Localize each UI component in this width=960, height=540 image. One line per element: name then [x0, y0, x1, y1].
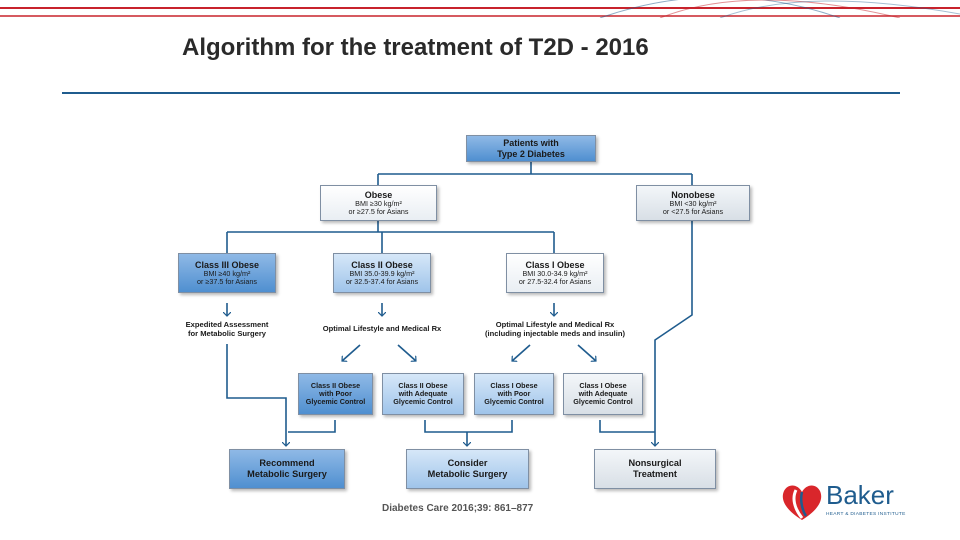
connector-expedited: [226, 344, 286, 446]
lifestyle-class1-line2: (including injectable meds and insulin): [484, 329, 626, 339]
lifestyle-class1-line1: Optimal Lifestyle and Medical Rx: [495, 320, 615, 329]
lifestyle-class2-label: Optimal Lifestyle and Medical Rx: [306, 324, 458, 333]
obese-box: Obese BMI ≥30 kg/m² or ≥27.5 for Asians: [320, 185, 437, 221]
nonobese-box: Nonobese BMI <30 kg/m² or <27.5 for Asia…: [636, 185, 750, 221]
consider-line1: Consider: [447, 458, 488, 469]
class2-box: Class II Obese BMI 35.0-39.9 kg/m² or 32…: [333, 253, 431, 293]
class2-adequate-line1: Class II Obese: [398, 380, 448, 390]
patients-line1: Patients with: [503, 138, 559, 149]
logo-wordmark: Baker: [826, 480, 894, 510]
class1-box: Class I Obese BMI 30.0-34.9 kg/m² or 27.…: [506, 253, 604, 293]
class1-asians: or 27.5-32.4 for Asians: [518, 277, 592, 287]
page-title: Algorithm for the treatment of T2D - 201…: [182, 34, 649, 61]
class1-poor-line3: Glycemic Control: [484, 397, 544, 407]
class1-adequate-box: Class I Obese with Adequate Glycemic Con…: [563, 373, 643, 415]
recommend-line1: Recommend: [259, 458, 315, 469]
class1-poor-box: Class I Obese with Poor Glycemic Control: [474, 373, 554, 415]
expedited-label: Expedited Assessment for Metabolic Surge…: [165, 320, 289, 339]
title-divider: [62, 92, 900, 94]
class3-box: Class III Obese BMI ≥40 kg/m² or ≥37.5 f…: [178, 253, 276, 293]
obese-title: Obese: [364, 189, 393, 200]
class2-poor-box: Class II Obese with Poor Glycemic Contro…: [298, 373, 373, 415]
class1-title: Class I Obese: [525, 259, 585, 270]
top-decorative-band: [0, 0, 960, 19]
class2-bmi: BMI 35.0-39.9 kg/m²: [349, 268, 415, 278]
class2-adequate-line2: with Adequate: [398, 388, 448, 398]
baker-heart-logo-icon: [782, 485, 822, 520]
nonsurgical-line1: Nonsurgical: [628, 458, 682, 469]
class3-title: Class III Obese: [194, 259, 260, 270]
consider-line2: Metabolic Surgery: [427, 469, 508, 479]
nonobese-asians: or <27.5 for Asians: [662, 207, 724, 217]
nonobese-title: Nonobese: [671, 189, 715, 200]
recommend-surgery-box: Recommend Metabolic Surgery: [229, 449, 345, 489]
expedited-line1: Expedited Assessment: [185, 320, 269, 329]
expedited-line2: for Metabolic Surgery: [187, 329, 267, 339]
class2-poor-line2: with Poor: [319, 388, 352, 398]
nonobese-bmi: BMI <30 kg/m²: [669, 198, 717, 208]
class2-asians: or 32.5-37.4 for Asians: [345, 277, 419, 287]
patients-line2: Type 2 Diabetes: [497, 148, 565, 159]
class1-adequate-line2: with Adequate: [578, 388, 628, 398]
logo-subtitle: HEART & DIABETES INSTITUTE: [826, 512, 906, 517]
class1-adequate-line3: Glycemic Control: [573, 397, 633, 407]
class1-poor-line2: with Poor: [497, 388, 531, 398]
lifestyle-class2-line1: Optimal Lifestyle and Medical Rx: [322, 324, 442, 333]
class1-adequate-line1: Class I Obese: [579, 380, 627, 390]
class2-title: Class II Obese: [351, 259, 413, 270]
decorative-curves: [0, 0, 960, 19]
lifestyle-class1-label: Optimal Lifestyle and Medical Rx (includ…: [470, 320, 640, 339]
obese-asians: or ≥27.5 for Asians: [348, 207, 409, 217]
class3-bmi: BMI ≥40 kg/m²: [203, 268, 251, 278]
class2-adequate-box: Class II Obese with Adequate Glycemic Co…: [382, 373, 464, 415]
nonsurgical-line2: Treatment: [633, 469, 677, 479]
class1-bmi: BMI 30.0-34.9 kg/m²: [522, 268, 588, 278]
class2-poor-line1: Class II Obese: [310, 380, 361, 390]
class2-adequate-line3: Glycemic Control: [393, 397, 453, 407]
recommend-line2: Metabolic Surgery: [247, 469, 327, 479]
class3-asians: or ≥37.5 for Asians: [197, 277, 257, 287]
citation: Diabetes Care 2016;39: 861–877: [382, 503, 534, 514]
patients-box: Patients with Type 2 Diabetes: [466, 135, 596, 162]
connector-nonobese: [655, 221, 693, 446]
class1-poor-line1: Class I Obese: [490, 380, 538, 390]
consider-surgery-box: Consider Metabolic Surgery: [406, 449, 529, 489]
class2-poor-line3: Glycemic Control: [305, 397, 366, 407]
nonsurgical-treatment-box: Nonsurgical Treatment: [594, 449, 716, 489]
obese-bmi: BMI ≥30 kg/m²: [355, 198, 402, 208]
